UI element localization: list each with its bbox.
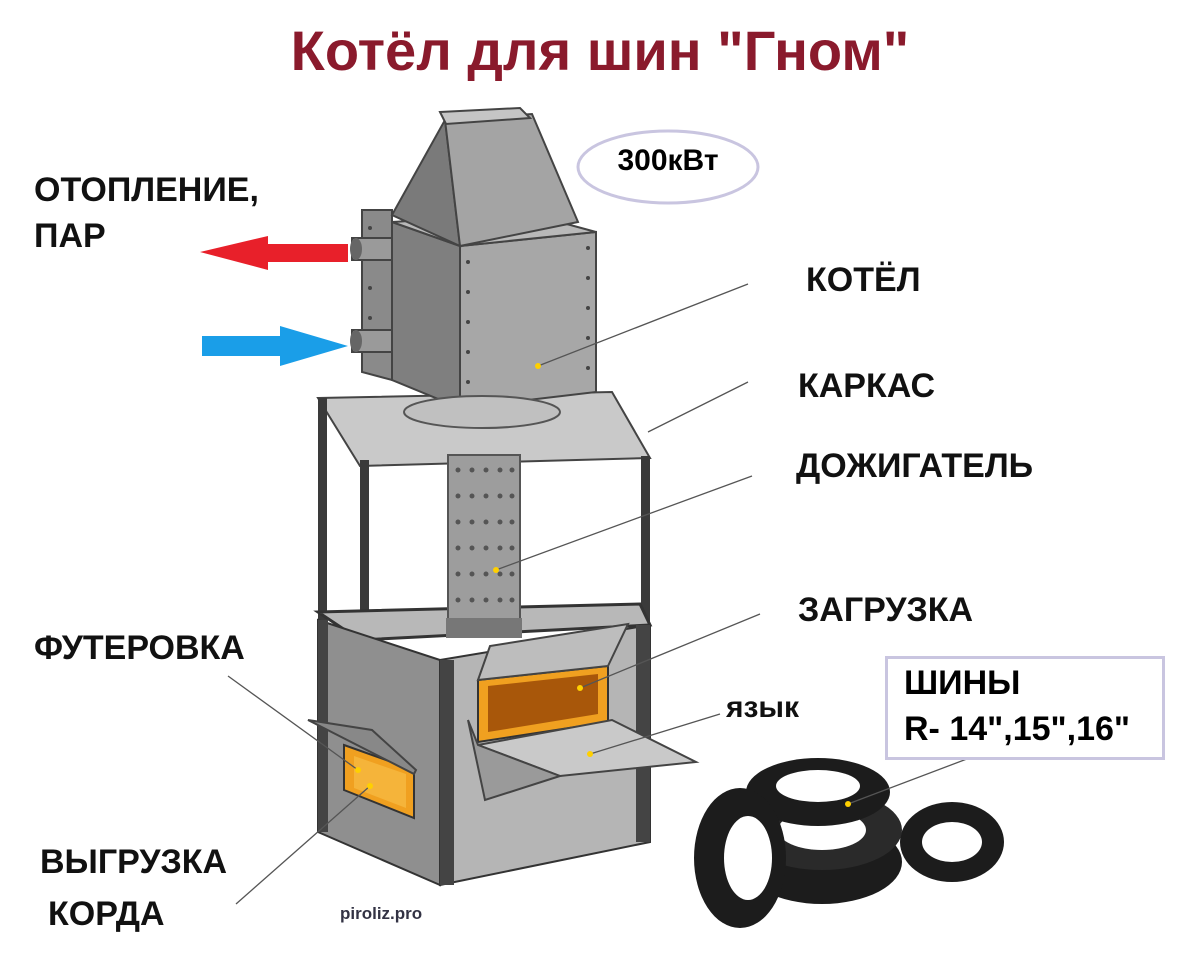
afterburner-label: ДОЖИГАТЕЛЬ (796, 447, 1034, 485)
unload-label-line1: ВЫГРУЗКА (40, 843, 228, 881)
diagram-title: Котёл для шин "Гном" (290, 19, 910, 82)
marker-dots (355, 363, 851, 807)
cold-inlet-arrow (202, 326, 348, 366)
tires-stack (694, 758, 1004, 928)
loading-label: ЗАГРУЗКА (798, 591, 974, 629)
tires-label-line2: R- 14",15",16" (904, 710, 1131, 748)
unload-hatch (307, 719, 418, 820)
heating-label-line1: ОТОПЛЕНИЕ, (34, 171, 259, 209)
power-badge: 300кВт (575, 128, 761, 206)
tires-label-line1: ШИНЫ (904, 664, 1021, 702)
tires-info-box: ШИНЫ R- 14",15",16" (885, 656, 1165, 760)
watermark: piroliz.pro (340, 904, 423, 923)
unload-label-line2: КОРДА (48, 895, 165, 933)
frame-label: КАРКАС (798, 367, 935, 405)
afterburner-column (446, 454, 522, 638)
boiler-body (350, 106, 597, 429)
tongue-label: язык (726, 691, 800, 724)
power-ellipse (576, 129, 760, 205)
leader-lines (227, 283, 981, 905)
boiler-label: КОТЁЛ (806, 261, 921, 299)
lining-label: ФУТЕРОВКА (34, 629, 245, 667)
loading-hatch (467, 622, 700, 802)
heating-label-line2: ПАР (34, 217, 106, 255)
power-value: 300кВт (617, 144, 719, 177)
hot-outlet-arrow (200, 236, 348, 270)
